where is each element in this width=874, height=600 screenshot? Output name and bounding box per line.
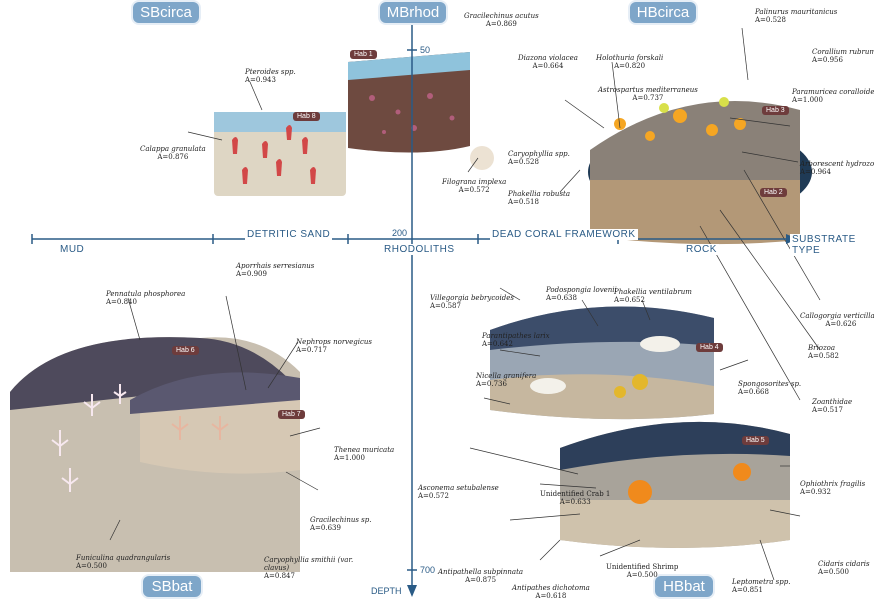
- substrate-mud: MUD: [58, 244, 87, 255]
- species-label: Caryophyllia spp.A=0.528: [508, 150, 570, 166]
- species-label: Pteroides spp.A=0.943: [245, 68, 296, 84]
- hab2-hab3-scene: [588, 97, 812, 245]
- zone-label-mbrhod: MBrhod: [380, 2, 446, 23]
- zone-label-sbbat: SBbat: [143, 576, 201, 597]
- hab-label-8: Hab 8: [293, 112, 320, 121]
- species-label: Gracilechinus sp.A=0.639: [310, 516, 372, 532]
- hab6-hab7-scene: [10, 337, 300, 572]
- hab-label-6: Hab 6: [172, 346, 199, 355]
- hab5-scene: [560, 421, 790, 548]
- species-label: Caryophyllia smithii (var. clavus)A=0.84…: [264, 556, 354, 580]
- substrate-rock: ROCK: [684, 244, 719, 255]
- depth-mark-50: 50: [420, 45, 431, 55]
- species-label: Leptometra spp.A=0.851: [732, 578, 791, 594]
- hab-label-7: Hab 7: [278, 410, 305, 419]
- hab-label-1: Hab 1: [350, 50, 377, 59]
- hab8-scene: [214, 112, 346, 196]
- hab-label-3: Hab 3: [762, 106, 789, 115]
- zone-label-hbbat: HBbat: [655, 576, 713, 597]
- depth-mark-700: 700: [420, 565, 436, 575]
- zone-label-sbcirca: SBcirca: [133, 2, 199, 23]
- substrate-axis-title: SUBSTRATE TYPE: [790, 234, 874, 256]
- depth-axis-arrow: [407, 585, 417, 597]
- species-label: Spongosorites sp.A=0.668: [738, 380, 802, 396]
- hab-label-4: Hab 4: [696, 343, 723, 352]
- hab-label-2: Hab 2: [760, 188, 787, 197]
- substrate-dead-coral-framework: DEAD CORAL FRAMEWORK: [490, 229, 638, 240]
- zone-label-hbcirca: HBcirca: [630, 2, 696, 23]
- hab4-scene: [490, 306, 714, 420]
- substrate-detritic-sand: DETRITIC SAND: [245, 229, 333, 240]
- substrate-rhodoliths: RHODOLITHS: [382, 244, 457, 255]
- leader-lines: [109, 27, 821, 581]
- depth-mark-200: 200: [392, 228, 408, 238]
- hab-label-5: Hab 5: [742, 436, 769, 445]
- depth-axis-title: DEPTH: [371, 586, 402, 596]
- hab1-scene: [348, 52, 494, 170]
